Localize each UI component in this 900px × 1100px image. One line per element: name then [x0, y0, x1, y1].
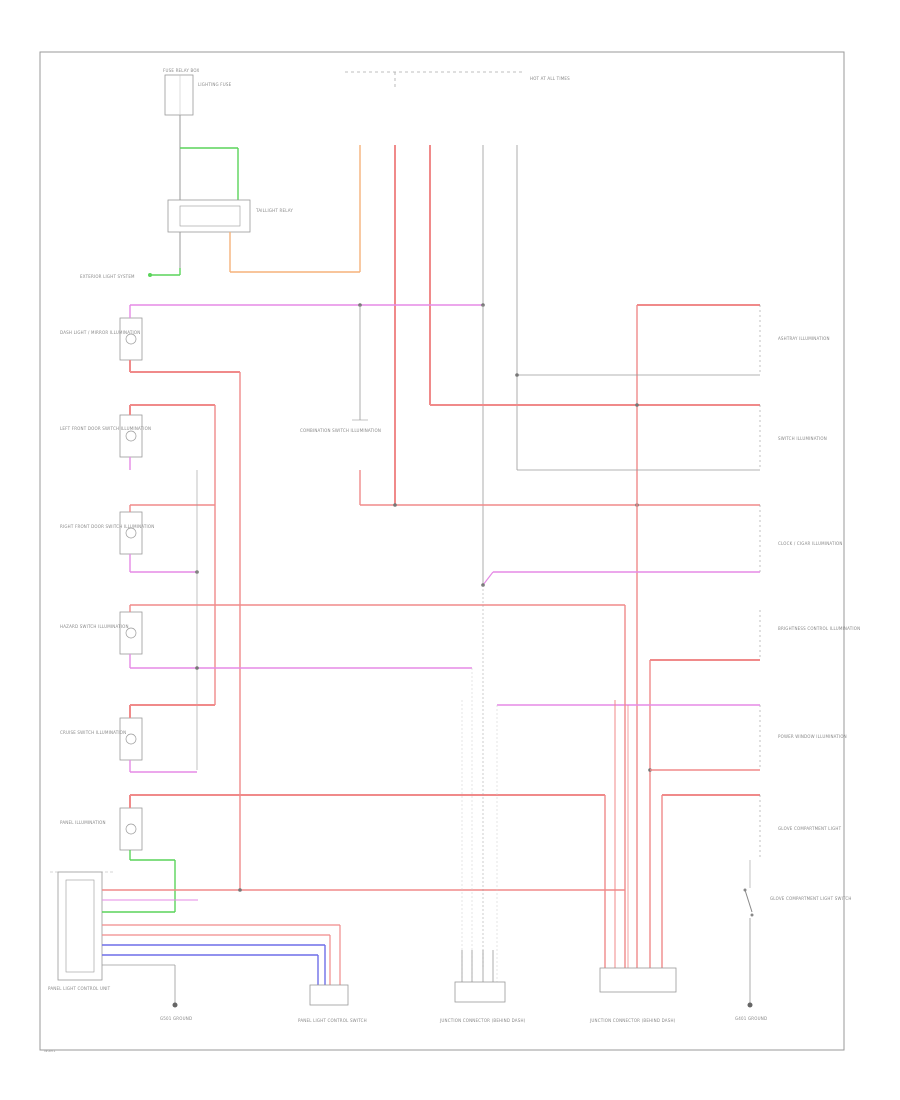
right-comp-2-label: SWITCH ILLUMINATION: [778, 436, 827, 441]
ground-left-label: EXTERIOR LIGHT SYSTEM: [80, 274, 135, 279]
junction-connector-2: JUNCTION CONNECTOR (BEHIND DASH): [589, 605, 677, 1023]
right-component-6: GLOVE COMPARTMENT LIGHT: [759, 795, 842, 860]
left-comp-2-label: LEFT FRONT DOOR SWITCH ILLUMINATION: [60, 426, 151, 431]
control-unit-label: PANEL LIGHT CONTROL UNIT: [48, 986, 111, 991]
right-component-3: CLOCK / CIGAR ILLUMINATION: [759, 505, 843, 572]
bottom-label-2: JUNCTION CONNECTOR (BEHIND DASH): [439, 1018, 526, 1023]
left-component-3: RIGHT FRONT DOOR SWITCH ILLUMINATION: [60, 511, 154, 555]
taillight-relay: TAILLIGHT RELAY: [167, 199, 293, 233]
right-component-5: POWER WINDOW ILLUMINATION: [759, 705, 847, 770]
bottom-label-3: JUNCTION CONNECTOR (BEHIND DASH): [589, 1018, 676, 1023]
center-component: COMBINATION SWITCH ILLUMINATION: [300, 419, 381, 433]
left-comp-5-label: CRUISE SWITCH ILLUMINATION: [60, 730, 126, 735]
top-fuse-label: HOT AT ALL TIMES: [530, 76, 570, 81]
relay-label: TAILLIGHT RELAY: [255, 208, 293, 213]
right-component-1: ASHTRAY ILLUMINATION: [759, 305, 830, 375]
right-comp-5-label: POWER WINDOW ILLUMINATION: [778, 734, 847, 739]
panel-light-control-switch: PANEL LIGHT CONTROL SWITCH: [298, 984, 367, 1023]
right-component-2: SWITCH ILLUMINATION: [759, 405, 827, 470]
left-comp-6-label: PANEL ILLUMINATION: [60, 820, 106, 825]
switch-label: GLOVE COMPARTMENT LIGHT SWITCH: [770, 896, 852, 901]
left-component-6: PANEL ILLUMINATION: [60, 807, 143, 851]
center-comp-label: COMBINATION SWITCH ILLUMINATION: [300, 428, 381, 433]
bottom-label-1: PANEL LIGHT CONTROL SWITCH: [298, 1018, 367, 1023]
bottom-label-4: G401 GROUND: [735, 1016, 767, 1021]
left-component-1: DASH LIGHT / MIRROR ILLUMINATION: [60, 317, 143, 361]
fuse-label: LIGHTING FUSE: [198, 82, 232, 87]
right-component-4: BRIGHTNESS CONTROL ILLUMINATION: [759, 610, 860, 660]
fuse-box-label: FUSE RELAY BOX: [163, 68, 200, 73]
left-component-4: HAZARD SWITCH ILLUMINATION: [60, 611, 143, 655]
left-comp-1-label: DASH LIGHT / MIRROR ILLUMINATION: [60, 330, 140, 335]
fuse-box: FUSE RELAY BOX LIGHTING FUSE: [163, 68, 232, 116]
left-comp-3-label: RIGHT FRONT DOOR SWITCH ILLUMINATION: [60, 524, 154, 529]
diagram-border: [39, 51, 845, 1051]
right-comp-4-label: BRIGHTNESS CONTROL ILLUMINATION: [778, 626, 860, 631]
panel-light-control-unit: PANEL LIGHT CONTROL UNIT: [48, 871, 115, 991]
page-code: WGM1: [44, 1049, 55, 1053]
bottom-label-0: G501 GROUND: [160, 1016, 192, 1021]
right-comp-3-label: CLOCK / CIGAR ILLUMINATION: [778, 541, 843, 546]
left-component-5: CRUISE SWITCH ILLUMINATION: [60, 717, 143, 761]
left-comp-4-label: HAZARD SWITCH ILLUMINATION: [60, 624, 129, 629]
left-component-2: LEFT FRONT DOOR SWITCH ILLUMINATION: [60, 414, 151, 458]
right-comp-6-label: GLOVE COMPARTMENT LIGHT: [778, 826, 842, 831]
glove-compartment-switch: GLOVE COMPARTMENT LIGHT SWITCH: [743, 888, 852, 917]
right-comp-1-label: ASHTRAY ILLUMINATION: [778, 336, 830, 341]
junction-connector-1: JUNCTION CONNECTOR (BEHIND DASH): [439, 668, 526, 1023]
